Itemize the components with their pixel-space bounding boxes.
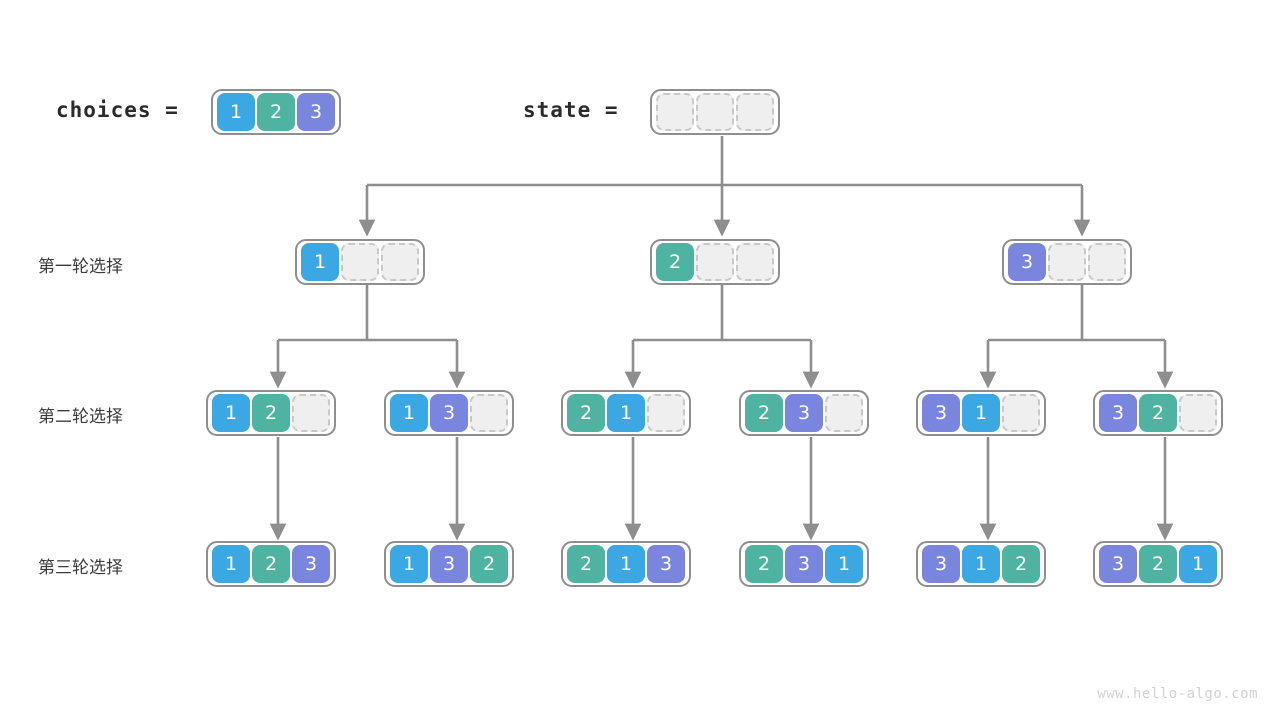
level3-node-2-cell-1: 1 bbox=[607, 545, 645, 583]
level2-node-0-cell-1: 2 bbox=[252, 394, 290, 432]
level3-node-4: 3 1 2 bbox=[916, 541, 1046, 587]
state-label: state = bbox=[523, 98, 619, 122]
level2-node-3-cell-0: 2 bbox=[745, 394, 783, 432]
choices-node: 1 2 3 bbox=[211, 89, 341, 135]
level2-node-5-cell-2 bbox=[1179, 394, 1217, 432]
level2-node-1-cell-2 bbox=[470, 394, 508, 432]
level2-node-0-cell-0: 1 bbox=[212, 394, 250, 432]
level1-node-1-cell-1 bbox=[696, 243, 734, 281]
row-label-round-2: 第二轮选择 bbox=[38, 407, 123, 427]
level1-node-0-cell-1 bbox=[341, 243, 379, 281]
level3-node-0-cell-2: 3 bbox=[292, 545, 330, 583]
level3-node-5-cell-2: 1 bbox=[1179, 545, 1217, 583]
level2-node-2-cell-1: 1 bbox=[607, 394, 645, 432]
level3-node-0-cell-1: 2 bbox=[252, 545, 290, 583]
level2-node-5-cell-0: 3 bbox=[1099, 394, 1137, 432]
state-node bbox=[650, 89, 780, 135]
level1-node-0-cell-2 bbox=[381, 243, 419, 281]
level3-node-4-cell-2: 2 bbox=[1002, 545, 1040, 583]
level3-node-3-cell-1: 3 bbox=[785, 545, 823, 583]
level2-node-3: 2 3 bbox=[739, 390, 869, 436]
level1-node-1-cell-2 bbox=[736, 243, 774, 281]
state-cell-1 bbox=[696, 93, 734, 131]
level2-node-4: 3 1 bbox=[916, 390, 1046, 436]
level2-node-3-cell-1: 3 bbox=[785, 394, 823, 432]
choices-label: choices = bbox=[56, 98, 179, 122]
level1-node-2-cell-2 bbox=[1088, 243, 1126, 281]
level2-node-4-cell-1: 1 bbox=[962, 394, 1000, 432]
level1-node-2-cell-1 bbox=[1048, 243, 1086, 281]
watermark: www.hello-algo.com bbox=[1097, 686, 1258, 702]
level1-node-0: 1 bbox=[295, 239, 425, 285]
level1-node-0-cell-0: 1 bbox=[301, 243, 339, 281]
level3-node-2: 2 1 3 bbox=[561, 541, 691, 587]
level1-node-2-cell-0: 3 bbox=[1008, 243, 1046, 281]
level3-node-2-cell-2: 3 bbox=[647, 545, 685, 583]
level2-node-4-cell-0: 3 bbox=[922, 394, 960, 432]
level2-node-2-cell-2 bbox=[647, 394, 685, 432]
level3-node-1-cell-2: 2 bbox=[470, 545, 508, 583]
level2-node-4-cell-2 bbox=[1002, 394, 1040, 432]
level3-node-0: 1 2 3 bbox=[206, 541, 336, 587]
level3-node-3: 2 3 1 bbox=[739, 541, 869, 587]
level2-node-0-cell-2 bbox=[292, 394, 330, 432]
choices-cell-0: 1 bbox=[217, 93, 255, 131]
level2-node-5-cell-1: 2 bbox=[1139, 394, 1177, 432]
level3-node-1: 1 3 2 bbox=[384, 541, 514, 587]
level2-node-2-cell-0: 2 bbox=[567, 394, 605, 432]
level1-node-1: 2 bbox=[650, 239, 780, 285]
level3-node-1-cell-0: 1 bbox=[390, 545, 428, 583]
level3-node-3-cell-0: 2 bbox=[745, 545, 783, 583]
level2-node-2: 2 1 bbox=[561, 390, 691, 436]
choices-cell-2: 3 bbox=[297, 93, 335, 131]
row-label-round-3: 第三轮选择 bbox=[38, 558, 123, 578]
level3-node-3-cell-2: 1 bbox=[825, 545, 863, 583]
level2-node-5: 3 2 bbox=[1093, 390, 1223, 436]
level2-node-1-cell-1: 3 bbox=[430, 394, 468, 432]
level3-node-1-cell-1: 3 bbox=[430, 545, 468, 583]
level1-node-2: 3 bbox=[1002, 239, 1132, 285]
row-label-round-1: 第一轮选择 bbox=[38, 257, 123, 277]
level3-node-4-cell-1: 1 bbox=[962, 545, 1000, 583]
level2-node-1-cell-0: 1 bbox=[390, 394, 428, 432]
level2-node-0: 1 2 bbox=[206, 390, 336, 436]
level3-node-2-cell-0: 2 bbox=[567, 545, 605, 583]
level3-node-5-cell-0: 3 bbox=[1099, 545, 1137, 583]
state-cell-0 bbox=[656, 93, 694, 131]
level3-node-0-cell-0: 1 bbox=[212, 545, 250, 583]
level2-node-1: 1 3 bbox=[384, 390, 514, 436]
level3-node-5-cell-1: 2 bbox=[1139, 545, 1177, 583]
level3-node-5: 3 2 1 bbox=[1093, 541, 1223, 587]
level1-node-1-cell-0: 2 bbox=[656, 243, 694, 281]
level3-node-4-cell-0: 3 bbox=[922, 545, 960, 583]
state-cell-2 bbox=[736, 93, 774, 131]
choices-cell-1: 2 bbox=[257, 93, 295, 131]
level2-node-3-cell-2 bbox=[825, 394, 863, 432]
